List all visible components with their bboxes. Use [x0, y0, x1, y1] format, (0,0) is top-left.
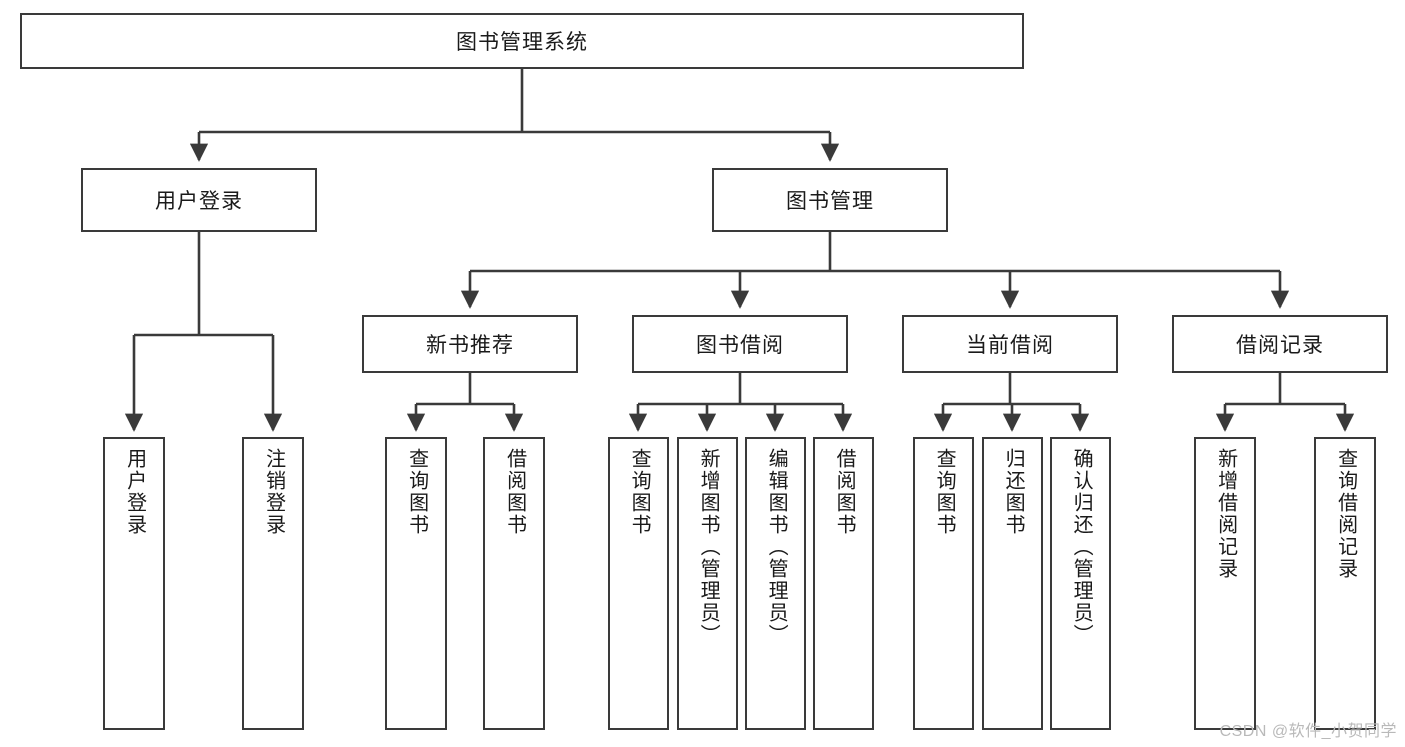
leaf-label: 借阅图书	[833, 448, 856, 536]
leaf-label: 用户登录	[123, 448, 146, 536]
leaf-label: 查询图书	[405, 448, 428, 536]
leaf-query-book-borrow[interactable]: 查询图书	[608, 437, 669, 730]
leaf-label: 编辑图书（管理员）	[765, 448, 788, 646]
node-book-management[interactable]: 图书管理	[712, 168, 948, 232]
node-new-book-recommend-label: 新书推荐	[426, 334, 514, 357]
node-current-borrow-label: 当前借阅	[966, 334, 1054, 357]
csdn-watermark: CSDN @软件_小贺同学	[1219, 723, 1397, 740]
node-root[interactable]: 图书管理系统	[20, 13, 1024, 69]
leaf-label: 新增图书（管理员）	[697, 448, 720, 646]
leaf-confirm-return-admin[interactable]: 确认归还（管理员）	[1050, 437, 1111, 730]
leaf-label: 查询借阅记录	[1334, 448, 1357, 580]
leaf-return-book[interactable]: 归还图书	[982, 437, 1043, 730]
leaf-label: 确认归还（管理员）	[1070, 448, 1093, 646]
node-user-login[interactable]: 用户登录	[81, 168, 317, 232]
leaf-borrow-book-recommend[interactable]: 借阅图书	[483, 437, 545, 730]
leaf-user-logout[interactable]: 注销登录	[242, 437, 304, 730]
node-book-borrow-label: 图书借阅	[696, 334, 784, 357]
node-book-management-label: 图书管理	[786, 190, 874, 213]
leaf-borrow-book[interactable]: 借阅图书	[813, 437, 874, 730]
leaf-label: 归还图书	[1002, 448, 1025, 536]
leaf-user-login[interactable]: 用户登录	[103, 437, 165, 730]
leaf-label: 查询图书	[628, 448, 651, 536]
leaf-add-book-admin[interactable]: 新增图书（管理员）	[677, 437, 738, 730]
node-new-book-recommend[interactable]: 新书推荐	[362, 315, 578, 373]
node-root-label: 图书管理系统	[456, 31, 588, 54]
leaf-label: 查询图书	[933, 448, 956, 536]
node-borrow-record-label: 借阅记录	[1236, 334, 1324, 357]
node-borrow-record[interactable]: 借阅记录	[1172, 315, 1388, 373]
leaf-edit-book-admin[interactable]: 编辑图书（管理员）	[745, 437, 806, 730]
leaf-label: 新增借阅记录	[1214, 448, 1237, 580]
leaf-query-borrow-record[interactable]: 查询借阅记录	[1314, 437, 1376, 730]
node-book-borrow[interactable]: 图书借阅	[632, 315, 848, 373]
leaf-label: 注销登录	[262, 448, 285, 536]
leaf-label: 借阅图书	[503, 448, 526, 536]
leaf-add-borrow-record[interactable]: 新增借阅记录	[1194, 437, 1256, 730]
node-current-borrow[interactable]: 当前借阅	[902, 315, 1118, 373]
node-user-login-label: 用户登录	[155, 190, 243, 213]
leaf-query-book-current[interactable]: 查询图书	[913, 437, 974, 730]
leaf-query-book-recommend[interactable]: 查询图书	[385, 437, 447, 730]
